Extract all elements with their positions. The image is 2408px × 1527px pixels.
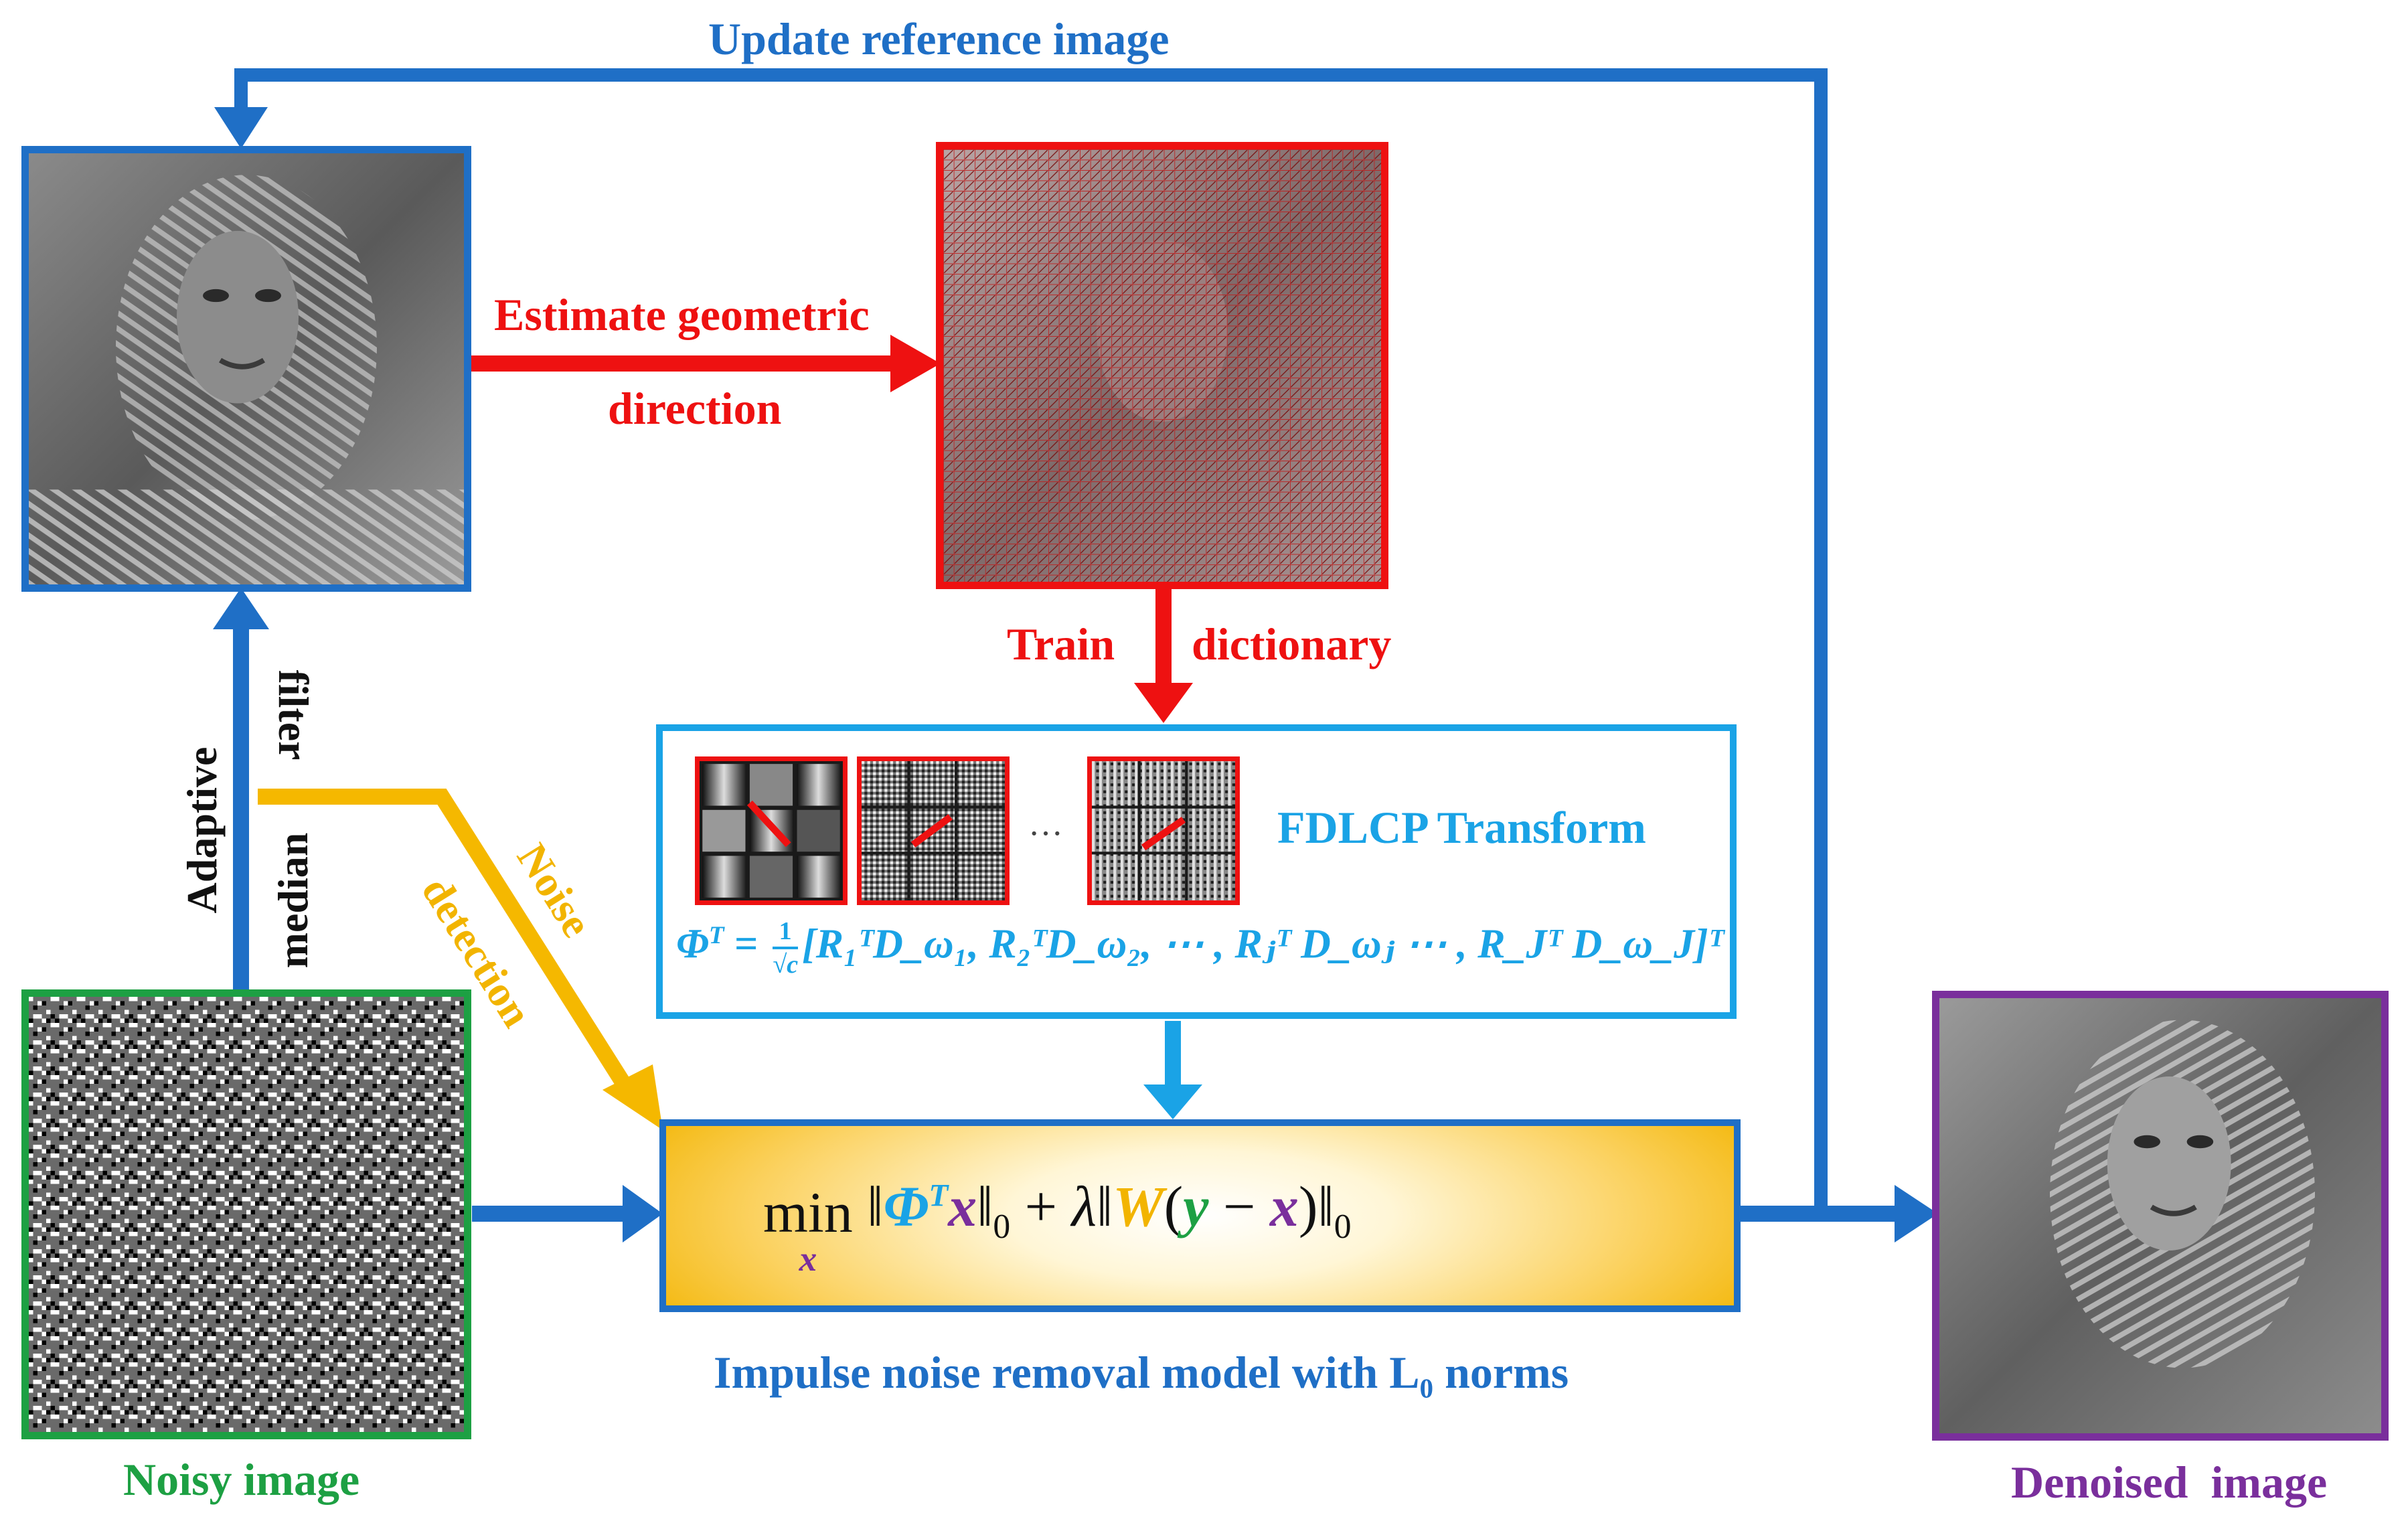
model-caption-sub: 0 [1419,1373,1434,1404]
model-x1: x [948,1174,977,1238]
denoised-image-caption: Denoised image [2011,1457,2328,1508]
noise-detection-arrowhead [603,1064,663,1130]
model-paren-close: ) [1298,1174,1318,1238]
model-y: y [1183,1174,1209,1238]
estimate-arrowhead [890,335,941,392]
formula-fraction-num: 1 [772,918,799,950]
optimization-model-box [659,1119,1741,1312]
median-label: median [269,832,317,969]
model-norm-sub2: 0 [1334,1208,1352,1247]
estimate-arrow-shaft [469,355,897,372]
model-norm2-close: ‖ [1317,1174,1334,1238]
model-min-text: min [763,1180,853,1245]
median-arrowhead [213,588,269,629]
model-x2: x [1269,1174,1299,1238]
atoms-ellipsis: ··· [1028,815,1063,853]
noisy-image [21,989,471,1439]
model-norm2-open: ‖ [1096,1174,1113,1238]
noisy-image-caption: Noisy image [123,1454,360,1505]
model-norm-open: ‖ [867,1174,884,1238]
formula-equals: = [724,921,769,967]
model-norm-close: ‖ [977,1174,993,1238]
noisy-arrow-shaft [472,1206,633,1222]
update-reference-arrowhead [214,107,268,149]
update-reference-line [234,68,1828,1210]
filter-label: filter [270,669,317,760]
model-paren-open: ( [1163,1174,1184,1238]
fdlcp-arrowhead [1143,1084,1202,1119]
model-output-shaft [1741,1206,1901,1222]
model-plus: + [1024,1174,1058,1238]
update-reference-label: Update reference image [708,13,1170,64]
estimate-label-line1: Estimate geometric [494,289,870,340]
formula-fraction-den: √c [772,951,799,979]
noisy-arrowhead [623,1185,663,1242]
model-minus: − [1222,1174,1256,1238]
model-output-arrowhead [1895,1185,1938,1242]
dictionary-atom-3 [1087,756,1240,905]
train-label: Train [1007,619,1115,669]
train-arrowhead [1134,683,1193,723]
model-norm-sub1: 0 [993,1208,1011,1247]
model-min-sub: x [799,1238,817,1279]
reference-image [21,146,471,592]
estimate-label-line2: direction [608,383,782,434]
model-w: W [1113,1174,1164,1238]
noise-detection-line [258,789,640,1103]
formula-terms: [R₁ᵀD_ω₁, R₂ᵀD_ω₂, ⋯ , Rⱼᵀ D_ωⱼ ⋯ , R_Jᵀ… [802,921,1724,967]
model-lambda: λ [1071,1174,1097,1238]
model-caption-post: norms [1433,1347,1569,1398]
formula-phi: Φ [676,921,709,967]
transform-formula: ΦT = 1√c[R₁ᵀD_ω₁, R₂ᵀD_ω₂, ⋯ , Rⱼᵀ D_ωⱼ … [676,918,1723,978]
model-transpose: T [929,1178,949,1214]
adaptive-label: Adaptive [178,746,226,914]
median-arrow-shaft [233,626,249,1001]
model-caption: Impulse noise removal model with L0 norm… [714,1350,1569,1402]
dictionary-label: dictionary [1192,619,1392,669]
train-arrow-shaft [1155,585,1172,692]
dictionary-atom-1 [695,756,848,905]
model-phi: Φ [883,1174,929,1238]
model-caption-pre: Impulse noise removal model with L [714,1347,1420,1398]
denoised-image [1932,991,2389,1441]
dictionary-atom-2 [857,756,1010,905]
formula-fraction: 1√c [772,918,799,979]
formula-transpose: T [708,922,724,950]
fdlcp-label: FDLCP Transform [1277,802,1646,853]
fdlcp-arrow-shaft [1165,1021,1181,1095]
direction-image [936,142,1388,589]
